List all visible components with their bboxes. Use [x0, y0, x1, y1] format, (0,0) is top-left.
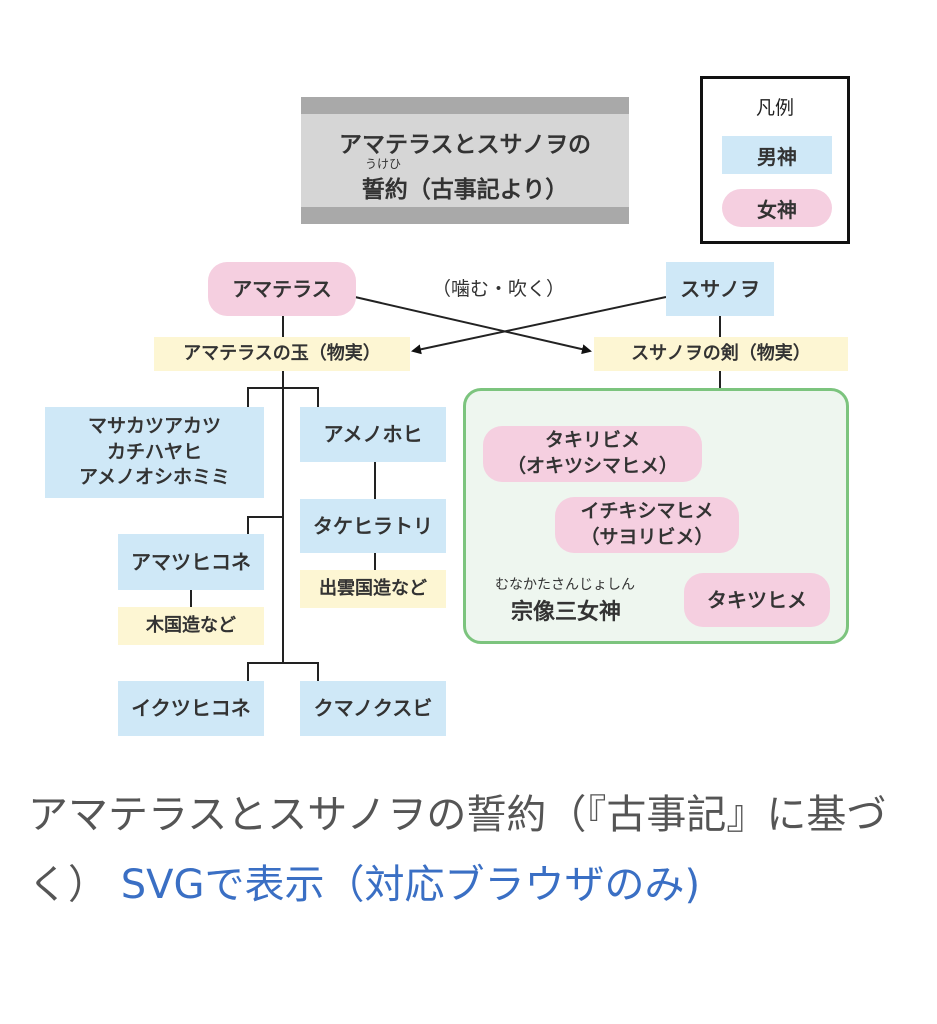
node-takitsuhime: タキツヒメ — [684, 573, 830, 627]
action-label: （噛む・吹く） — [432, 278, 566, 300]
diagram-title-line1: アマテラスとスサノヲの — [338, 132, 592, 158]
node-ikutsuhikone: イクツヒコネ — [118, 681, 264, 736]
node-takehiratori: タケヒラトリ — [300, 499, 446, 553]
arrow-susanowo-to-jewel — [411, 296, 667, 355]
node-susanowo: スサノヲ — [666, 262, 774, 316]
diagram-title-box: アマテラスとスサノヲの うけひ 誓約（古事記より） — [301, 97, 629, 224]
node-kumanokusubi: クマノクスビ — [300, 681, 446, 736]
legend-male: 男神 — [722, 136, 832, 174]
node-amenohohi: アメノホヒ — [300, 407, 446, 462]
node-amaterasu: アマテラス — [208, 262, 356, 316]
munakata-ruby: むなかたさんじょしん — [495, 577, 635, 593]
legend: 凡例 男神 女神 — [700, 76, 850, 244]
legend-female: 女神 — [722, 189, 832, 227]
node-amaterasu-jewel: アマテラスの玉（物実） — [154, 337, 410, 371]
munakata-name: 宗像三女神 — [511, 600, 622, 625]
node-masakatsu: マサカツアカツ カチハヤヒ アメノオシホミミ — [45, 407, 264, 498]
figure-caption: アマテラスとスサノヲの誓約（『古事記』に基づく） SVGで表示（対応ブラウザのみ… — [28, 780, 898, 920]
node-amatsuhikone: アマツヒコネ — [118, 534, 264, 590]
node-ichikishimahime: イチキシマヒメ （サヨリビメ） — [555, 497, 739, 553]
legend-title: 凡例 — [755, 97, 794, 119]
node-susanowo-sword: スサノヲの剣（物実） — [594, 337, 848, 371]
caption-text: アマテラスとスサノヲの誓約（『古事記』に基づく） — [28, 792, 887, 908]
node-takiribime: タキリビメ （オキツシマヒメ） — [483, 426, 702, 482]
node-kinokuni-kuninomiyatsuko: 木国造など — [118, 607, 264, 645]
svg-view-link[interactable]: SVGで表示（対応ブラウザのみ) — [120, 862, 701, 908]
diagram-title-line2: 誓約（古事記より） — [361, 177, 569, 203]
arrow-amaterasu-to-sword — [354, 296, 592, 355]
diagram-title-ruby: うけひ — [365, 157, 402, 171]
node-izumo-kuninomiyatsuko: 出雲国造など — [300, 570, 446, 608]
